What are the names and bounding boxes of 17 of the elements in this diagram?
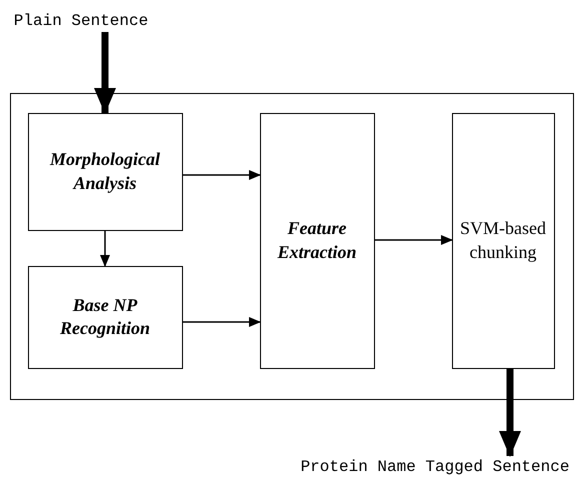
process-box <box>28 112 182 230</box>
arrow <box>375 235 453 245</box>
process-box <box>28 266 182 368</box>
process-box <box>452 112 554 368</box>
system-frame <box>10 93 574 400</box>
output-label: Protein Name Tagged Sentence <box>290 456 580 478</box>
arrow <box>499 369 521 457</box>
arrow <box>183 317 261 327</box>
process-box <box>260 112 374 368</box>
arrow <box>183 170 261 180</box>
arrow <box>100 231 110 267</box>
box-label: SVM-based chunking <box>459 217 547 264</box>
box-label: Feature Extraction <box>276 217 358 264</box>
box-label: Morphological Analysis <box>48 148 161 195</box>
box-label: Base NP Recognition <box>58 294 151 340</box>
arrow <box>94 32 116 114</box>
input-label: Plain Sentence <box>6 10 156 32</box>
